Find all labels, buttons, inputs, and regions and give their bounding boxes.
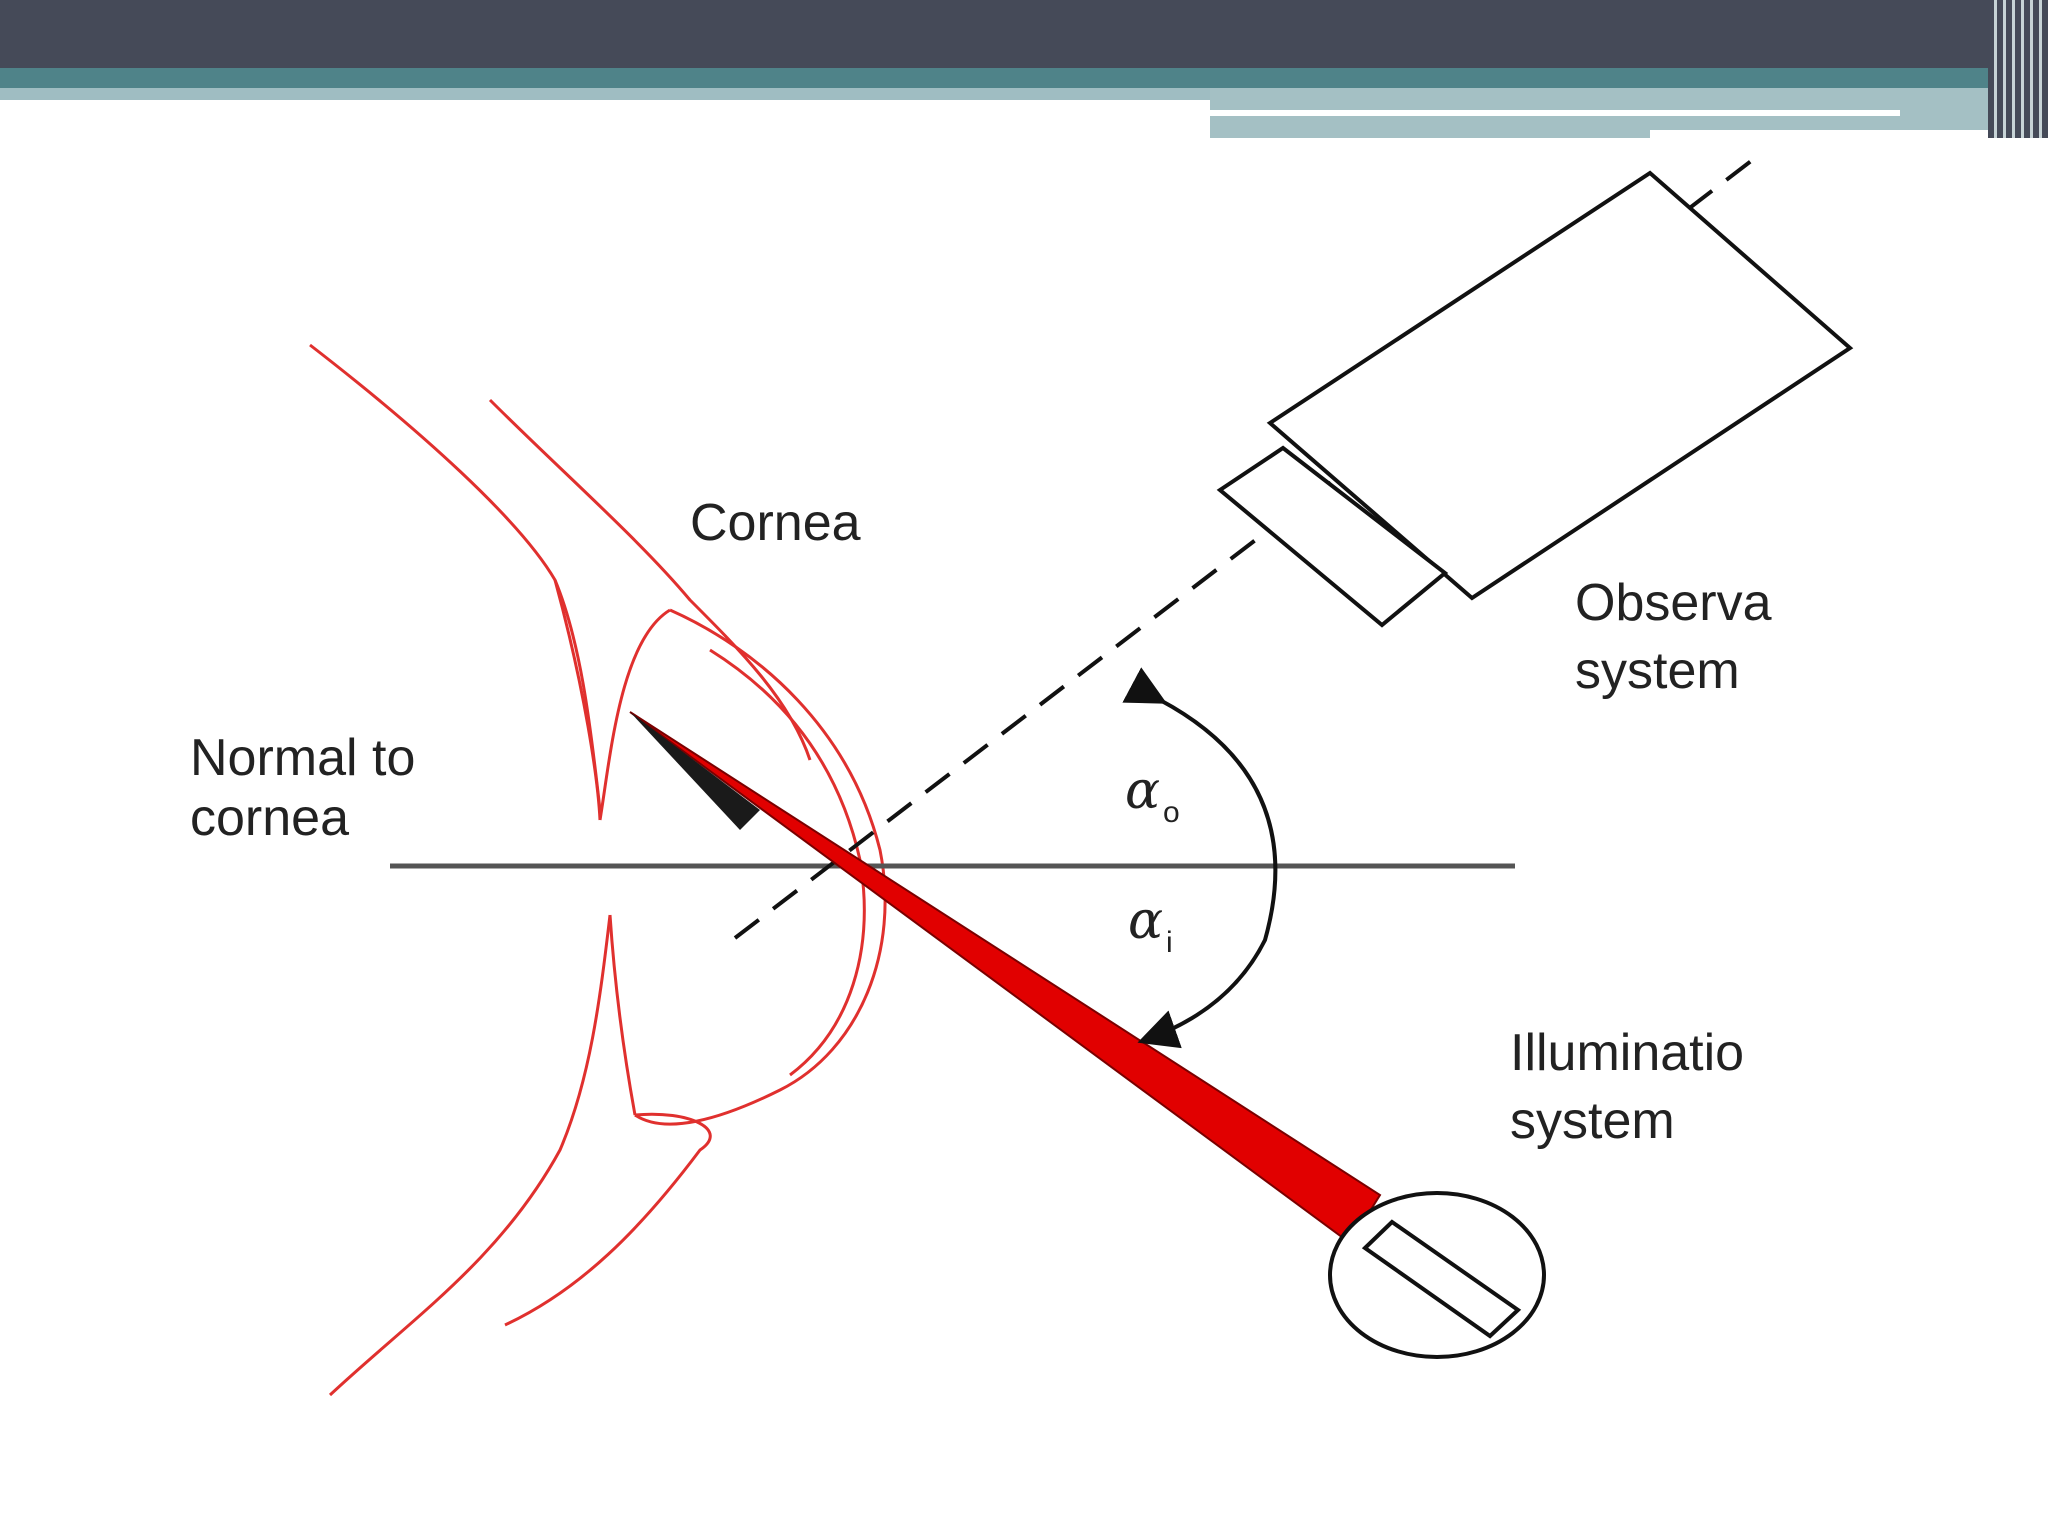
outer-lid-lower xyxy=(328,914,612,1397)
lower-fold-left xyxy=(608,914,637,1116)
beam-tip-shadow xyxy=(630,712,760,830)
illumination-system-icon xyxy=(1328,1191,1546,1359)
inner-lid-upper xyxy=(488,398,812,761)
observation-lens xyxy=(1216,445,1449,628)
illumination-label-line1: Illuminatio xyxy=(1510,1024,1744,1082)
header-bar xyxy=(0,0,2048,68)
observation-label-line1: Observa xyxy=(1575,574,1772,632)
observation-system-icon xyxy=(1216,170,1854,628)
normal-label-line1: Normal to xyxy=(190,729,415,787)
illumination-label-line2: system xyxy=(1510,1092,1675,1150)
outer-lid-upper xyxy=(309,343,602,811)
upper-fold-tip xyxy=(598,608,671,821)
inner-lid-lower xyxy=(504,1112,712,1327)
header-edge-stripes xyxy=(1988,0,2048,138)
alpha-i-symbol: α xyxy=(1128,891,1163,951)
alpha-o-subscript: o xyxy=(1163,796,1180,829)
header-accent-gap xyxy=(1650,130,2010,138)
header-accent-light-stripe xyxy=(0,88,1210,100)
header-accent-stripe xyxy=(0,68,1990,88)
alpha-i-subscript: i xyxy=(1166,926,1173,959)
normal-label-line2: cornea xyxy=(190,789,349,847)
alpha-o-symbol: α xyxy=(1125,761,1160,821)
illumination-slit xyxy=(1361,1219,1522,1339)
angle-arc xyxy=(1122,667,1278,1049)
upper-fold-left xyxy=(553,579,602,821)
observation-label-line2: system xyxy=(1575,642,1740,700)
illumination-beam xyxy=(629,711,1382,1245)
cornea-front-curve xyxy=(634,608,887,1126)
header-accent-divider xyxy=(1210,110,1900,116)
cornea-label: Cornea xyxy=(690,494,861,552)
